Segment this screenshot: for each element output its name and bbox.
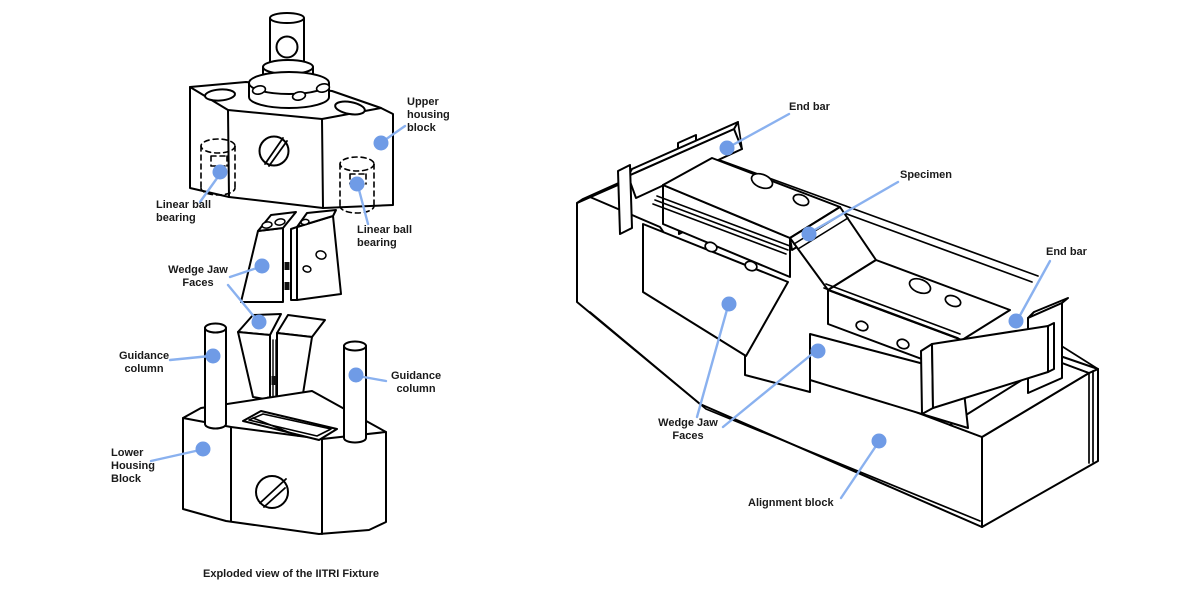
- dot-alignment-block: [871, 433, 887, 449]
- dot-wedge-jaw-right-2: [810, 343, 826, 359]
- label-line: Wedge Jaw: [168, 264, 228, 276]
- leader-wedge-jaw-right-1: [695, 304, 730, 419]
- label-line: Guidance: [390, 370, 442, 382]
- assembled-fixture-drawing: [576, 121, 1099, 528]
- callout-dots: [195, 135, 1024, 457]
- exploded-iitri-fixture-drawing: [182, 12, 394, 535]
- figure-caption: Exploded view of the IITRI Fixture: [203, 568, 380, 580]
- leader-lower-housing: [149, 448, 202, 463]
- dot-end-bar-left: [719, 140, 735, 156]
- leader-end-bar-right: [1016, 259, 1052, 321]
- dot-lower-housing: [195, 441, 211, 457]
- dot-specimen: [801, 226, 817, 242]
- leader-wedge-jaw-lower: [226, 283, 258, 321]
- label-line: column: [124, 363, 164, 375]
- label-line: Block: [111, 473, 141, 485]
- linear-ball-bearing-left-drawing: [200, 138, 236, 196]
- dot-guidance-left: [205, 348, 221, 364]
- label-line: housing: [407, 109, 450, 121]
- label-wedge-jaw-faces-left: Wedge Jaw Faces: [160, 264, 236, 290]
- dot-wedge-jaw-lower: [251, 314, 267, 330]
- label-linear-ball-bearing-left: Linear ball bearing: [156, 199, 211, 225]
- label-linear-ball-bearing-right: Linear ball bearing: [357, 224, 412, 250]
- guidance-column-right-drawing: [343, 340, 367, 444]
- upper-housing-block-drawing: [189, 81, 394, 214]
- guidance-column-left-drawing: [204, 322, 227, 430]
- label-upper-housing-block: Upper housing block: [407, 96, 450, 135]
- linear-ball-bearing-right-drawing: [339, 156, 375, 214]
- leader-end-bar-left: [727, 112, 791, 149]
- end-bar-right-drawing: [920, 297, 1069, 415]
- leader-guidance-left: [168, 354, 212, 362]
- label-line: column: [396, 383, 436, 395]
- leader-wedge-jaw-right-2: [721, 348, 819, 429]
- label-line: Housing: [111, 460, 155, 472]
- lower-housing-block-drawing: [182, 390, 387, 535]
- label-line: Linear ball: [156, 199, 212, 211]
- label-line: bearing: [357, 237, 397, 249]
- upper-wedge-jaws-drawing: [240, 209, 342, 303]
- label-specimen: Specimen: [900, 169, 952, 181]
- dot-bearing-left: [212, 164, 228, 180]
- label-wedge-jaw-faces-right: Wedge Jaw Faces: [650, 417, 726, 443]
- loading-rod-drawing: [248, 12, 331, 109]
- label-line: Faces: [182, 277, 214, 289]
- label-line: block: [407, 122, 436, 134]
- label-guidance-column-right: Guidance column: [384, 370, 448, 396]
- label-line: Lower: [111, 447, 144, 459]
- label-line: Wedge Jaw: [658, 417, 718, 429]
- dot-end-bar-right: [1008, 313, 1024, 329]
- dot-guidance-right: [348, 367, 364, 383]
- label-end-bar-left: End bar: [789, 101, 830, 113]
- dot-wedge-jaw-right-1: [721, 296, 737, 312]
- label-line: Faces: [672, 430, 704, 442]
- label-alignment-block: Alignment block: [748, 497, 834, 509]
- label-line: bearing: [156, 212, 196, 224]
- label-line: Guidance: [118, 350, 170, 362]
- label-guidance-column-left: Guidance column: [112, 350, 176, 376]
- label-lower-housing-block: Lower Housing Block: [111, 447, 155, 486]
- dot-bearing-right: [349, 176, 365, 192]
- dot-upper-housing: [373, 135, 389, 151]
- label-end-bar-right: End bar: [1046, 246, 1087, 258]
- label-line: Linear ball: [357, 224, 413, 236]
- label-line: Upper: [407, 96, 439, 108]
- leader-specimen: [809, 180, 900, 234]
- wedge-jaw-left-drawing: [642, 157, 843, 357]
- dot-wedge-jaw-upper: [254, 258, 270, 274]
- leader-alignment-block: [839, 441, 880, 500]
- leader-bearing-right: [356, 184, 370, 226]
